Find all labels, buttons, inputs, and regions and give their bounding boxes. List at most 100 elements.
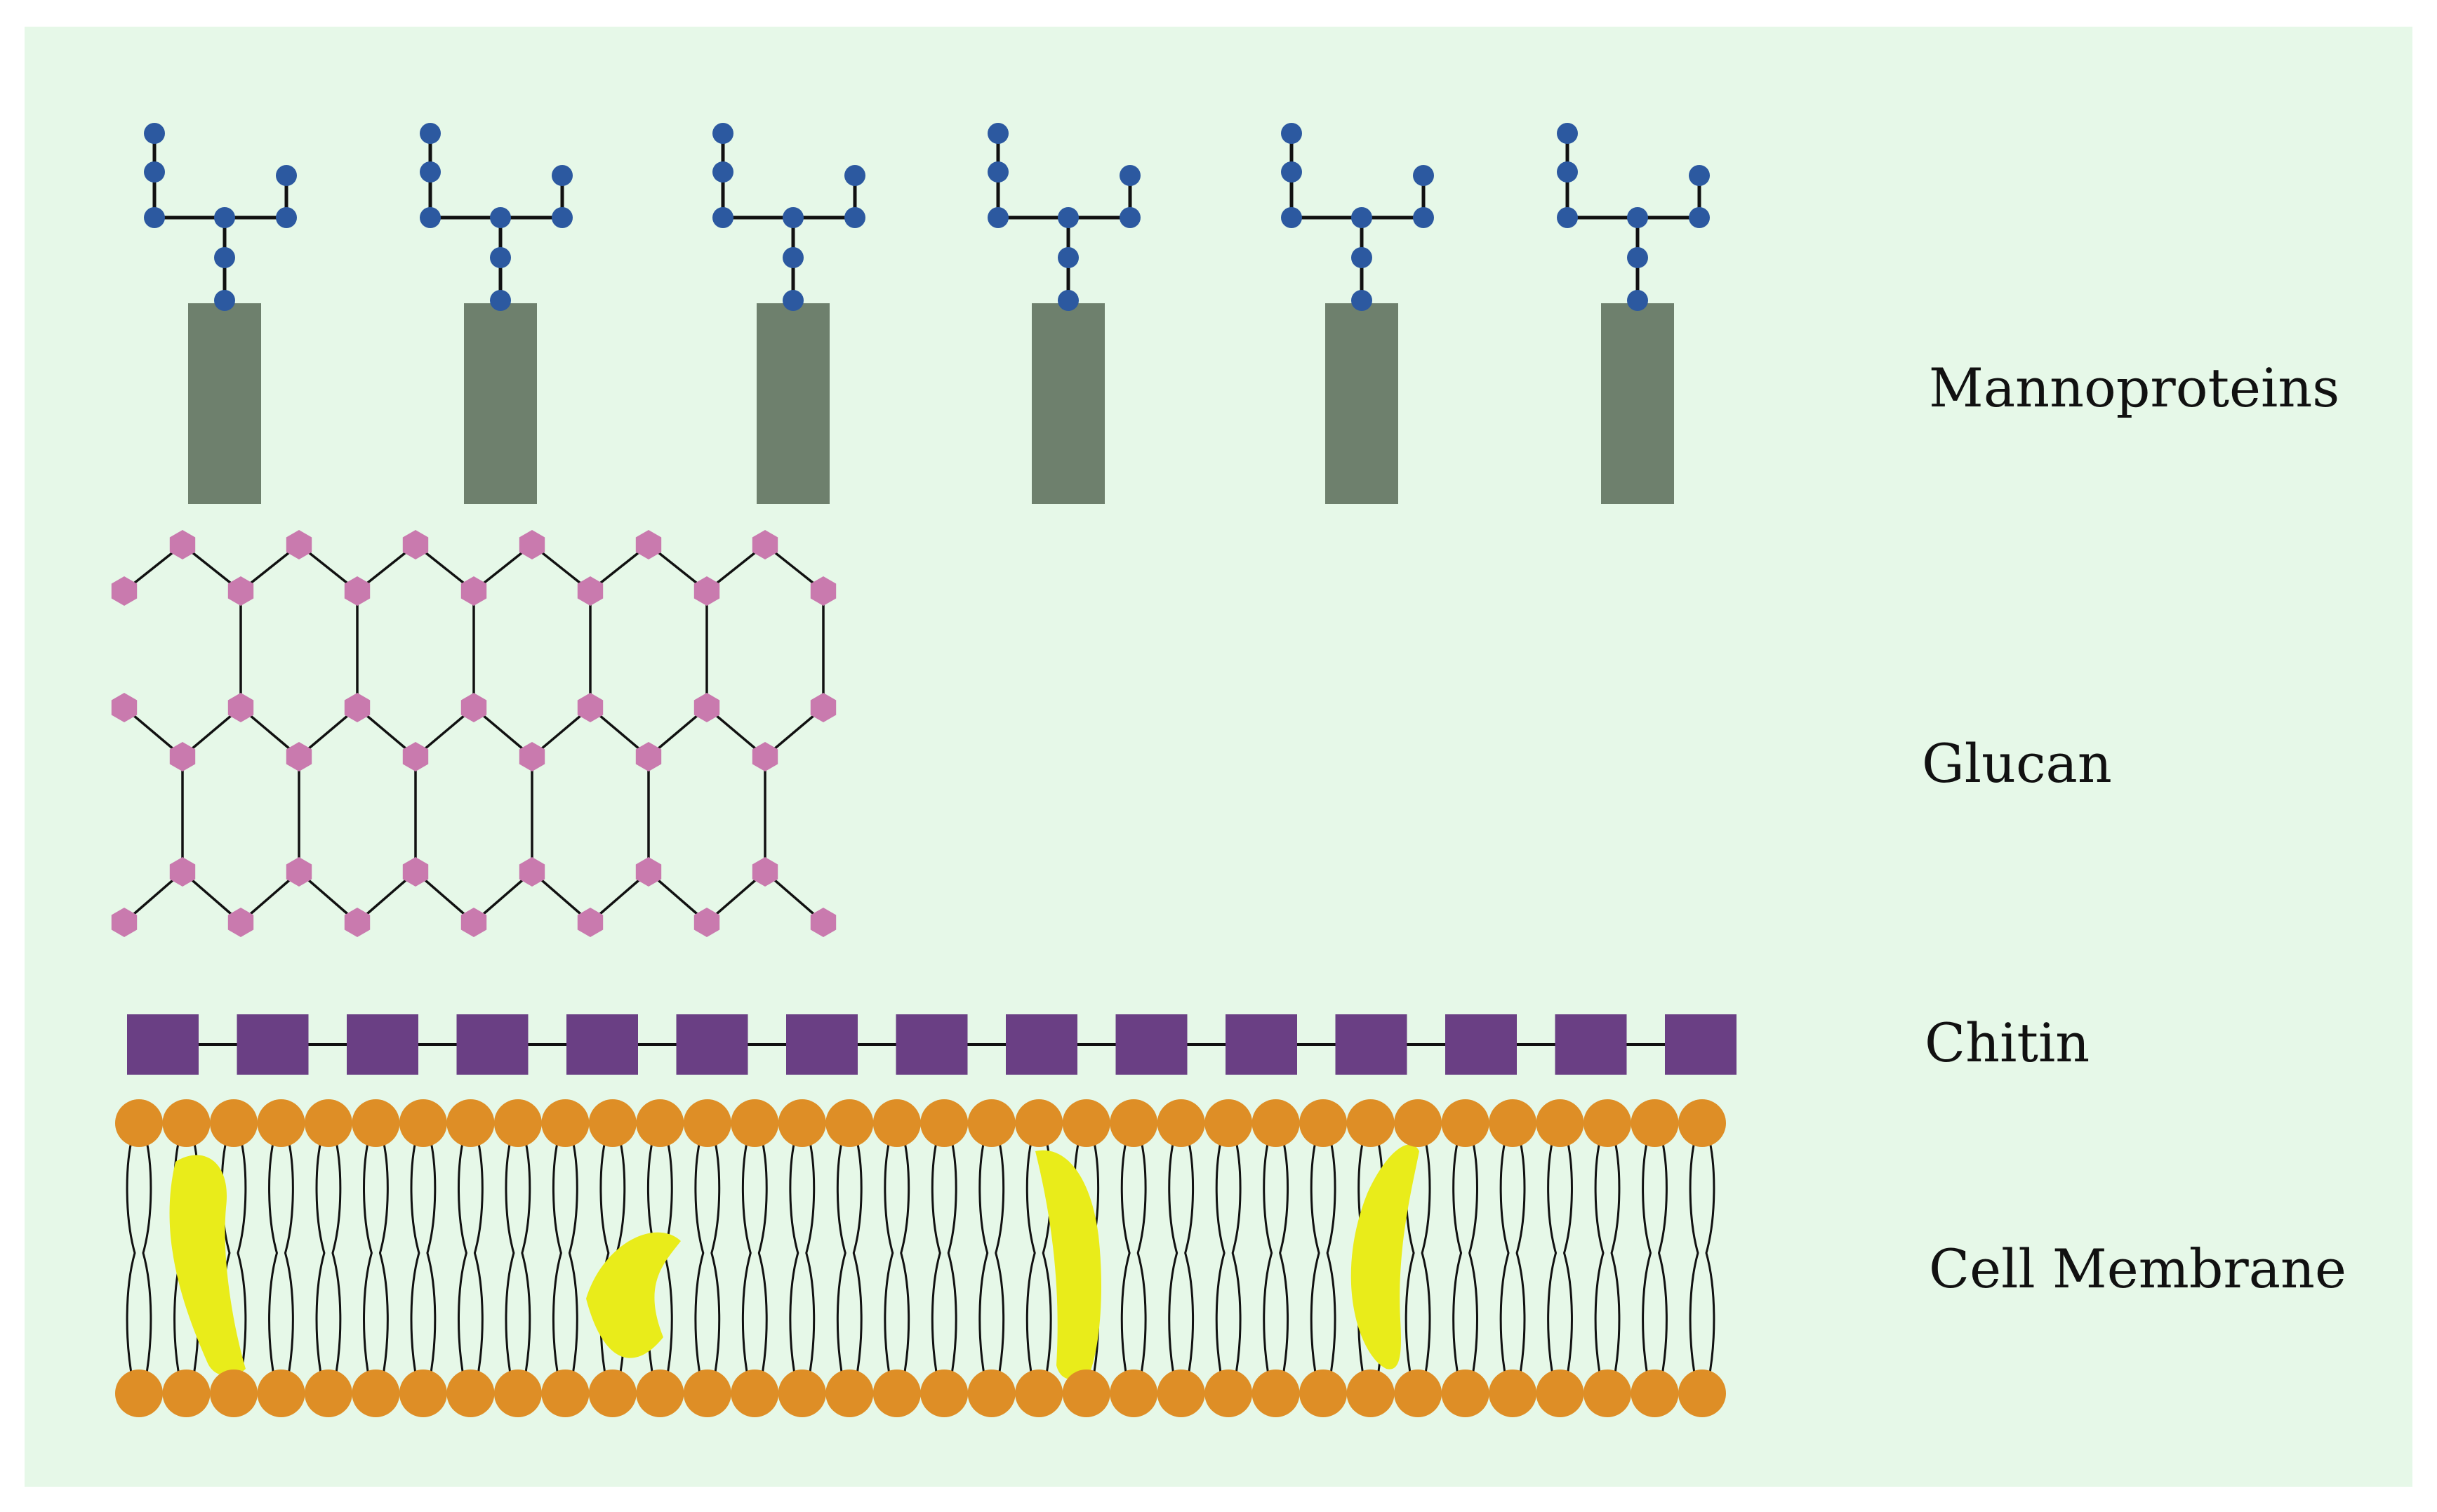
membrane-protein bbox=[1350, 1144, 1419, 1370]
glucose-residue bbox=[344, 908, 371, 937]
glucose-residue bbox=[402, 742, 429, 771]
protein-block bbox=[464, 303, 537, 504]
membrane-protein bbox=[1035, 1150, 1102, 1380]
mannose-residue bbox=[552, 165, 573, 186]
mannoprotein bbox=[988, 123, 1141, 504]
glucose-residue bbox=[752, 530, 778, 559]
mannose-residue bbox=[214, 207, 235, 228]
lipid-head bbox=[1489, 1099, 1537, 1147]
lipid-tails bbox=[126, 1135, 1715, 1381]
protein-block bbox=[1601, 303, 1674, 504]
lipid-head bbox=[967, 1370, 1016, 1417]
lipid-head bbox=[1204, 1370, 1253, 1417]
lipid-head bbox=[1441, 1370, 1489, 1417]
lipid-head bbox=[1583, 1099, 1631, 1147]
lipid-head bbox=[778, 1370, 826, 1417]
mannoprotein bbox=[1557, 123, 1710, 504]
lipid-head bbox=[1583, 1370, 1631, 1417]
mannoproteins-layer bbox=[144, 123, 1710, 504]
lipid-head bbox=[1157, 1099, 1205, 1147]
glucan-layer bbox=[111, 530, 837, 937]
mannose-residue bbox=[783, 207, 804, 228]
membrane-protein bbox=[169, 1155, 246, 1377]
glucose-residue bbox=[752, 742, 778, 771]
lipid-head bbox=[257, 1370, 305, 1417]
lipid-head bbox=[731, 1099, 779, 1147]
glucose-residue bbox=[810, 693, 837, 722]
glucose-residue bbox=[635, 742, 662, 771]
glucose-residue bbox=[810, 908, 837, 937]
glucose-residue bbox=[460, 576, 487, 606]
mannose-residue bbox=[1351, 247, 1372, 268]
lipid-head bbox=[1015, 1370, 1063, 1417]
mannose-residue bbox=[1413, 165, 1434, 186]
membrane-protein bbox=[586, 1232, 681, 1358]
mannose-residue bbox=[1058, 290, 1079, 311]
lipid-head bbox=[541, 1370, 590, 1417]
mannose-residue bbox=[783, 247, 804, 268]
mannose-residue bbox=[1281, 123, 1302, 144]
chitin-unit bbox=[1665, 1014, 1737, 1075]
chitin-unit bbox=[1226, 1014, 1297, 1075]
membrane-proteins bbox=[169, 1144, 1419, 1380]
mannose-residue bbox=[552, 207, 573, 228]
lipid-head bbox=[1394, 1370, 1442, 1417]
glucose-residue bbox=[693, 693, 720, 722]
lipid-head bbox=[399, 1099, 447, 1147]
glucose-residue bbox=[635, 857, 662, 887]
mannose-residue bbox=[1058, 247, 1079, 268]
lipid-head bbox=[1251, 1099, 1300, 1147]
glucose-residue bbox=[693, 908, 720, 937]
mannose-residue bbox=[1281, 207, 1302, 228]
mannose-residue bbox=[420, 207, 441, 228]
glucose-residue bbox=[577, 908, 604, 937]
lipid-head bbox=[446, 1099, 495, 1147]
mannose-residue bbox=[420, 123, 441, 144]
lipid-head bbox=[1204, 1099, 1253, 1147]
lipid-head bbox=[1536, 1099, 1584, 1147]
mannoprotein bbox=[712, 123, 865, 504]
lipid-head bbox=[257, 1099, 305, 1147]
glucose-residue bbox=[169, 742, 196, 771]
lipid-head bbox=[162, 1099, 211, 1147]
mannose-residue bbox=[1281, 161, 1302, 183]
glucose-residue bbox=[169, 857, 196, 887]
lipid-head bbox=[352, 1370, 400, 1417]
mannose-residue bbox=[1627, 247, 1648, 268]
glucose-residue bbox=[519, 742, 545, 771]
mannose-residue bbox=[276, 207, 297, 228]
mannose-residue bbox=[712, 207, 733, 228]
glucose-residue bbox=[810, 576, 837, 606]
chitin-unit bbox=[456, 1014, 529, 1075]
glucose-residue bbox=[693, 576, 720, 606]
lipid-head bbox=[1536, 1370, 1584, 1417]
mannose-residue bbox=[1627, 207, 1648, 228]
mannose-residue bbox=[783, 290, 804, 311]
mannose-residue bbox=[144, 161, 165, 183]
lipid-head bbox=[636, 1370, 684, 1417]
mannose-residue bbox=[214, 247, 235, 268]
lipid-head bbox=[1251, 1370, 1300, 1417]
lipid-head bbox=[210, 1370, 258, 1417]
glucose-residue bbox=[227, 908, 254, 937]
glucose-residue bbox=[286, 742, 312, 771]
lipid-head bbox=[731, 1370, 779, 1417]
glucose-residue bbox=[111, 693, 138, 722]
lipid-head bbox=[967, 1099, 1016, 1147]
chitin-unit bbox=[1445, 1014, 1517, 1075]
label-cell-membrane: Cell Membrane bbox=[1929, 1238, 2346, 1300]
mannose-residue bbox=[844, 207, 865, 228]
lipid-head bbox=[1110, 1099, 1158, 1147]
lipid-head bbox=[683, 1370, 731, 1417]
chitin-unit bbox=[896, 1014, 968, 1075]
mannose-residue bbox=[988, 207, 1009, 228]
mannose-residue bbox=[420, 161, 441, 183]
chitin-unit bbox=[1115, 1014, 1188, 1075]
glucose-residue bbox=[286, 857, 312, 887]
chitin-unit bbox=[237, 1014, 309, 1075]
mannose-residue bbox=[1120, 165, 1141, 186]
chitin-unit bbox=[1335, 1014, 1407, 1075]
glucose-residue bbox=[227, 576, 254, 606]
glucose-residue bbox=[286, 530, 312, 559]
